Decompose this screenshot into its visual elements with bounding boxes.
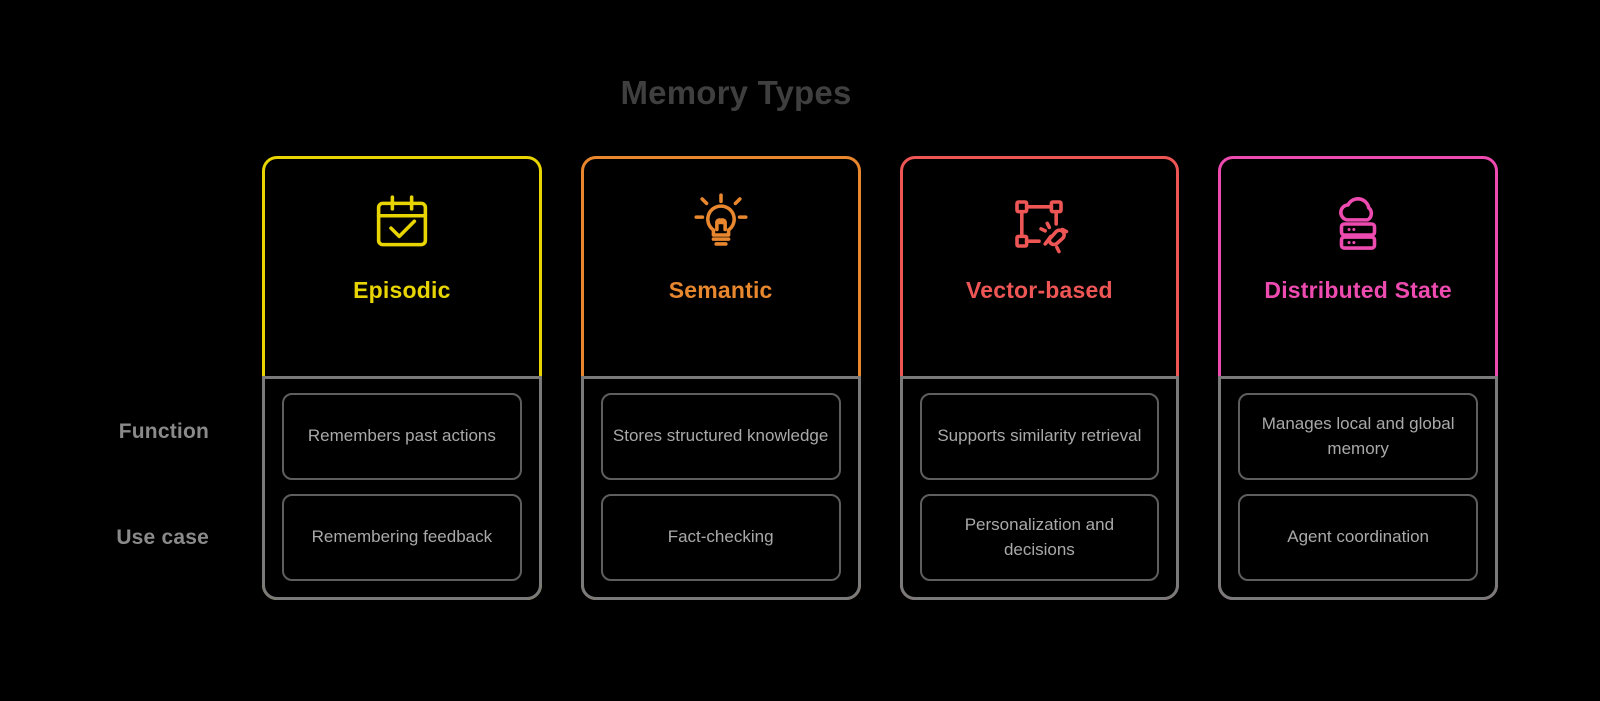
cell-use-case-semantic: Fact-checking: [600, 494, 841, 581]
card-body-distributed-state: Manages local and global memory Agent co…: [1218, 376, 1498, 600]
row-label-use-case: Use case: [116, 526, 209, 549]
vector-nodes-icon: [1001, 186, 1077, 262]
card-header-vector-based: Vector-based: [903, 159, 1177, 376]
card-header-semantic: Semantic: [584, 159, 858, 376]
card-body-semantic: Stores structured knowledge Fact-checkin…: [580, 376, 861, 600]
cell-function-distributed-state: Manages local and global memory: [1238, 393, 1478, 480]
card-title-semantic: Semantic: [668, 277, 773, 303]
page-title: Memory Types: [620, 74, 852, 111]
cell-use-case-distributed-state: Agent coordination: [1238, 494, 1478, 581]
card-body-episodic: Remembers past actions Remembering feedb…: [262, 376, 542, 600]
card-semantic[interactable]: Semantic Stores structured knowledge Fac…: [580, 156, 861, 600]
cell-use-case-vector-based: Personalization and decisions: [919, 494, 1160, 581]
cell-use-case-episodic: Remembering feedback: [282, 494, 522, 581]
memory-types-card-grid: Episodic Remembers past actions Remember…: [262, 156, 1498, 600]
card-header-episodic: Episodic: [265, 159, 539, 376]
card-vector-based[interactable]: Vector-based Supports similarity retriev…: [899, 156, 1180, 600]
cloud-server-icon: [1320, 186, 1396, 262]
card-title-vector-based: Vector-based: [965, 277, 1113, 303]
lightbulb-icon: [683, 186, 759, 262]
row-label-function: Function: [118, 420, 209, 443]
card-title-episodic: Episodic: [353, 277, 451, 303]
calendar-check-icon: [364, 186, 440, 262]
card-body-vector-based: Supports similarity retrieval Personaliz…: [899, 376, 1180, 600]
card-episodic[interactable]: Episodic Remembers past actions Remember…: [262, 156, 542, 600]
cell-function-vector-based: Supports similarity retrieval: [919, 393, 1160, 480]
cell-function-episodic: Remembers past actions: [282, 393, 522, 480]
card-distributed-state[interactable]: Distributed State Manages local and glob…: [1218, 156, 1498, 600]
card-title-distributed-state: Distributed State: [1264, 277, 1452, 303]
card-header-distributed-state: Distributed State: [1221, 159, 1495, 376]
cell-function-semantic: Stores structured knowledge: [600, 393, 841, 480]
